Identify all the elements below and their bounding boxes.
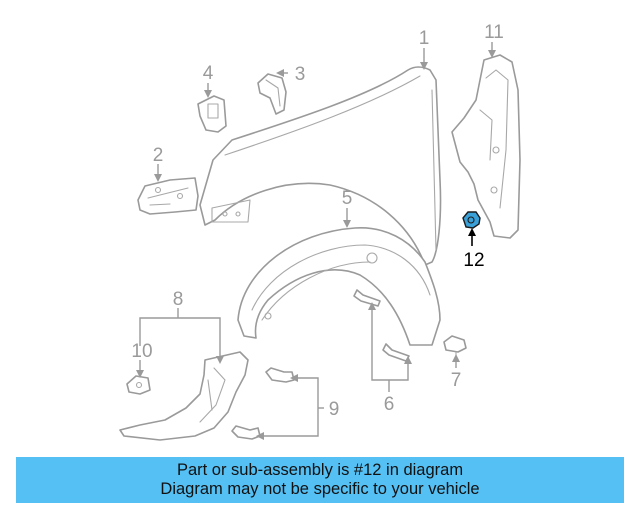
callout-7: 7	[451, 370, 462, 391]
callout-5: 5	[342, 188, 353, 209]
callout-labels: 1 2 3 4 5 6 7 8 9 10 11 12	[131, 22, 503, 420]
callout-6: 6	[384, 394, 395, 415]
callout-8: 8	[173, 289, 184, 310]
splash-guard-part	[451, 54, 521, 239]
bracket-part	[257, 73, 287, 115]
parts-diagram: 1 2 3 4 5 6 7 8 9 10 11 12	[119, 22, 521, 441]
highlighted-clip-part	[462, 211, 481, 229]
callout-10: 10	[131, 341, 152, 362]
callout-3: 3	[295, 64, 306, 85]
callout-11: 11	[484, 22, 504, 43]
callout-4: 4	[203, 63, 214, 84]
splash-shield-part	[119, 351, 249, 441]
bracket-part	[137, 177, 199, 215]
screw-part	[231, 367, 295, 440]
fender-liner-part	[237, 227, 441, 346]
callout-9: 9	[329, 399, 340, 420]
banner-line-1: Part or sub-assembly is #12 in diagram	[176, 461, 464, 479]
callout-1: 1	[419, 28, 430, 49]
callout-12: 12	[463, 250, 484, 271]
banner-line-2: Diagram may not be specific to your vehi…	[160, 480, 480, 498]
clip-part	[126, 375, 151, 395]
info-banner: Part or sub-assembly is #12 in diagram D…	[16, 457, 624, 503]
fender-part	[199, 66, 442, 266]
leader-lines	[136, 42, 496, 440]
callout-2: 2	[153, 145, 164, 166]
bracket-part	[197, 95, 227, 133]
